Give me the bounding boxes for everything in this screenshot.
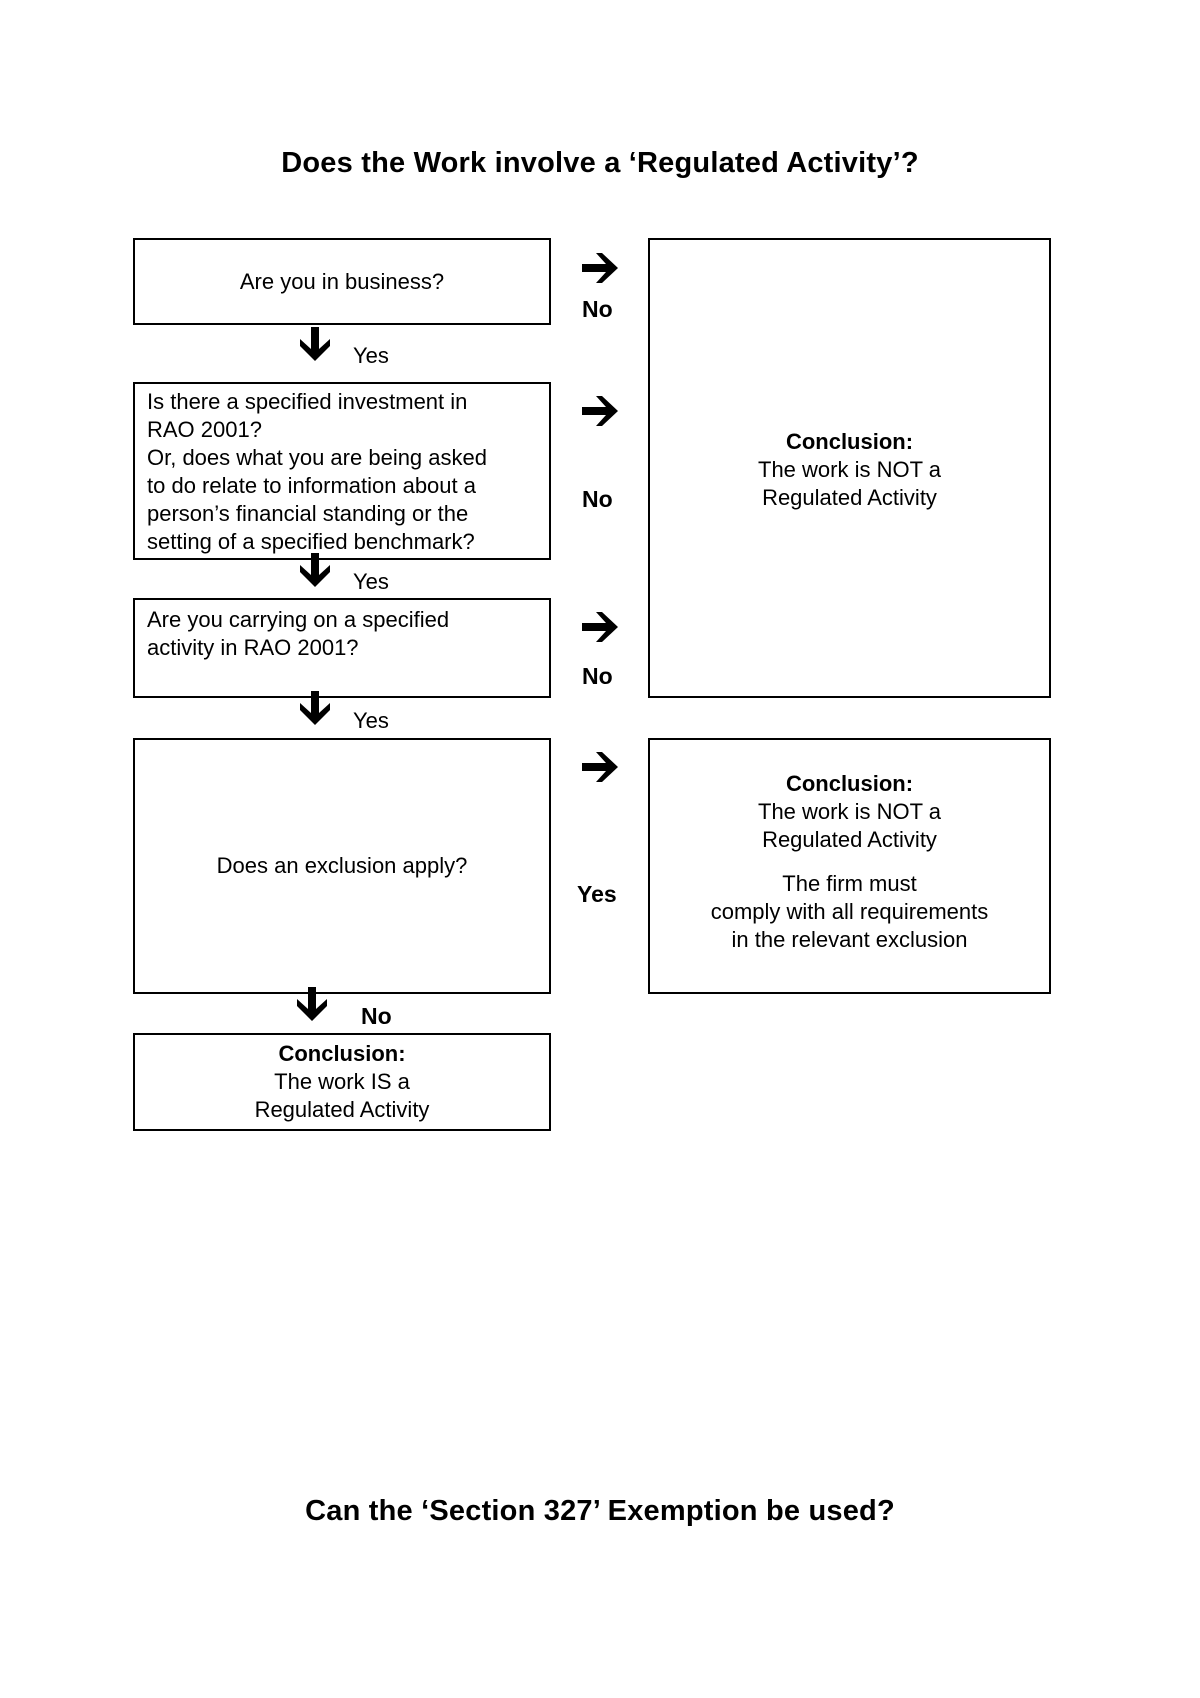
question-box-specified-activity: Are you carrying on a specified activity… xyxy=(133,598,551,698)
down-arrow-icon xyxy=(300,691,330,725)
conclusion-line: Regulated Activity xyxy=(254,1097,430,1122)
question-text: Are you in business? xyxy=(239,268,445,294)
question-box-specified-investment: Is there a specified investment in RAO 2… xyxy=(133,382,551,560)
conclusion-box-regulated: Conclusion: The work IS a Regulated Acti… xyxy=(133,1033,551,1131)
question-line: activity in RAO 2001? xyxy=(147,635,359,660)
question-box-exclusion: Does an exclusion apply? xyxy=(133,738,551,994)
question-line: Are you carrying on a specified xyxy=(147,607,450,632)
conclusion-box-not-regulated: Conclusion: The work is NOT a Regulated … xyxy=(648,238,1051,698)
conclusion-line: The work IS a xyxy=(274,1069,410,1094)
conclusion-heading: Conclusion: xyxy=(785,429,914,454)
label-yes: Yes xyxy=(353,569,389,594)
question-box-in-business: Are you in business? xyxy=(133,238,551,325)
label-no: No xyxy=(361,1003,392,1029)
conclusion-note-line: The firm must xyxy=(782,871,917,896)
conclusion-heading: Conclusion: xyxy=(278,1041,406,1066)
label-yes: Yes xyxy=(353,343,389,368)
section-title: Can the ‘Section 327’ Exemption be used? xyxy=(305,1495,895,1527)
conclusion-line: Regulated Activity xyxy=(762,485,937,510)
question-line: Is there a specified investment in xyxy=(147,389,468,414)
page-title: Does the Work involve a ‘Regulated Activ… xyxy=(281,147,919,179)
label-yes: Yes xyxy=(577,881,617,907)
question-line: to do relate to information about a xyxy=(147,473,476,498)
question-line: Or, does what you are being asked xyxy=(147,445,487,470)
conclusion-line: Regulated Activity xyxy=(762,827,937,852)
conclusion-heading: Conclusion: xyxy=(785,771,914,796)
right-arrow-icon xyxy=(582,612,618,642)
down-arrow-icon xyxy=(300,327,330,361)
conclusion-line: The work is NOT a xyxy=(758,799,941,824)
conclusion-box-excluded: Conclusion: The work is NOT a Regulated … xyxy=(648,738,1051,994)
question-line: RAO 2001? xyxy=(147,417,262,442)
label-no: No xyxy=(582,296,613,322)
conclusion-note-line: comply with all requirements xyxy=(710,899,989,924)
right-arrow-icon xyxy=(582,396,618,426)
label-no: No xyxy=(582,663,613,689)
down-arrow-icon xyxy=(300,553,330,587)
question-text: Does an exclusion apply? xyxy=(216,853,468,878)
label-no: No xyxy=(582,486,613,512)
right-arrow-icon xyxy=(582,253,618,283)
right-arrow-icon xyxy=(582,752,618,782)
spacer xyxy=(650,854,1049,870)
conclusion-line: The work is NOT a xyxy=(758,457,941,482)
question-line: setting of a specified benchmark? xyxy=(147,529,475,554)
label-yes: Yes xyxy=(353,708,389,733)
down-arrow-icon xyxy=(297,987,327,1021)
conclusion-note-line: in the relevant exclusion xyxy=(731,927,968,952)
question-line: person’s financial standing or the xyxy=(147,501,469,526)
